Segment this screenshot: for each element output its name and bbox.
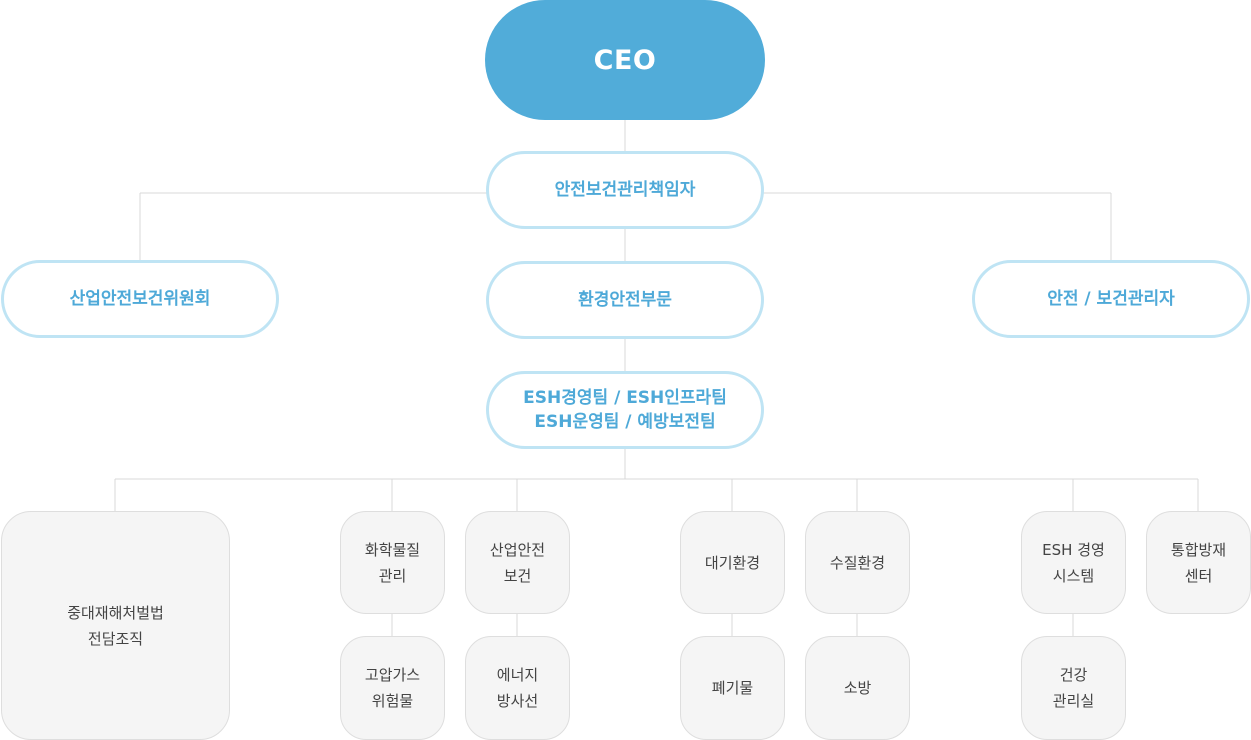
- env-safety-label: 환경안전부문: [578, 290, 672, 310]
- unit-air-label: 대기환경: [704, 553, 761, 572]
- unit-chemical-label: 화학물질 관리: [364, 540, 421, 585]
- teams-label-line2: ESH운영팀 / 예방보전팀: [534, 412, 716, 432]
- unit-radiation-label: 에너지 방사선: [496, 666, 539, 710]
- env-safety-node: 환경안전부문: [486, 261, 764, 339]
- unit-gas: 고압가스 위험물: [340, 636, 445, 740]
- unit-fire-label: 소방: [843, 679, 872, 697]
- safety-manager-node: 안전 / 보건관리자: [972, 260, 1250, 338]
- unit-disaster: 통합방재 센터: [1146, 511, 1251, 614]
- cso-label: 안전보건관리책임자: [554, 180, 696, 200]
- unit-industrial-safety: 산업안전 보건: [465, 511, 570, 614]
- unit-disaster-label: 통합방재 센터: [1170, 540, 1227, 585]
- unit-esh-system-label: ESH 경영 시스템: [1042, 540, 1105, 585]
- committee-label: 산업안전보건위원회: [69, 289, 211, 309]
- unit-radiation: 에너지 방사선: [465, 636, 570, 740]
- unit-air: 대기환경: [680, 511, 785, 614]
- ceo-label: CEO: [593, 44, 657, 76]
- teams-node: ESH경영팀 / ESH인프라팀 ESH운영팀 / 예방보전팀: [486, 371, 764, 449]
- cso-node: 안전보건관리책임자: [486, 151, 764, 229]
- unit-health: 건강 관리실: [1021, 636, 1126, 740]
- unit-water-label: 수질환경: [829, 553, 886, 572]
- unit-waste: 폐기물: [680, 636, 785, 740]
- unit-gas-label: 고압가스 위험물: [364, 666, 421, 710]
- unit-waste-label: 폐기물: [711, 679, 754, 697]
- committee-node: 산업안전보건위원회: [1, 260, 279, 338]
- unit-water: 수질환경: [805, 511, 910, 614]
- teams-label-line1: ESH경영팀 / ESH인프라팀: [523, 388, 727, 408]
- unit-chemical: 화학물질 관리: [340, 511, 445, 614]
- unit-industrial-safety-label: 산업안전 보건: [489, 540, 546, 585]
- unit-serious-accident-label: 중대재해처벌법 전담조직: [67, 603, 164, 648]
- unit-serious-accident: 중대재해처벌법 전담조직: [1, 511, 230, 740]
- ceo-node: CEO: [485, 0, 765, 120]
- unit-fire: 소방: [805, 636, 910, 740]
- unit-esh-system: ESH 경영 시스템: [1021, 511, 1126, 614]
- unit-health-label: 건강 관리실: [1052, 666, 1095, 710]
- safety-manager-label: 안전 / 보건관리자: [1047, 289, 1175, 309]
